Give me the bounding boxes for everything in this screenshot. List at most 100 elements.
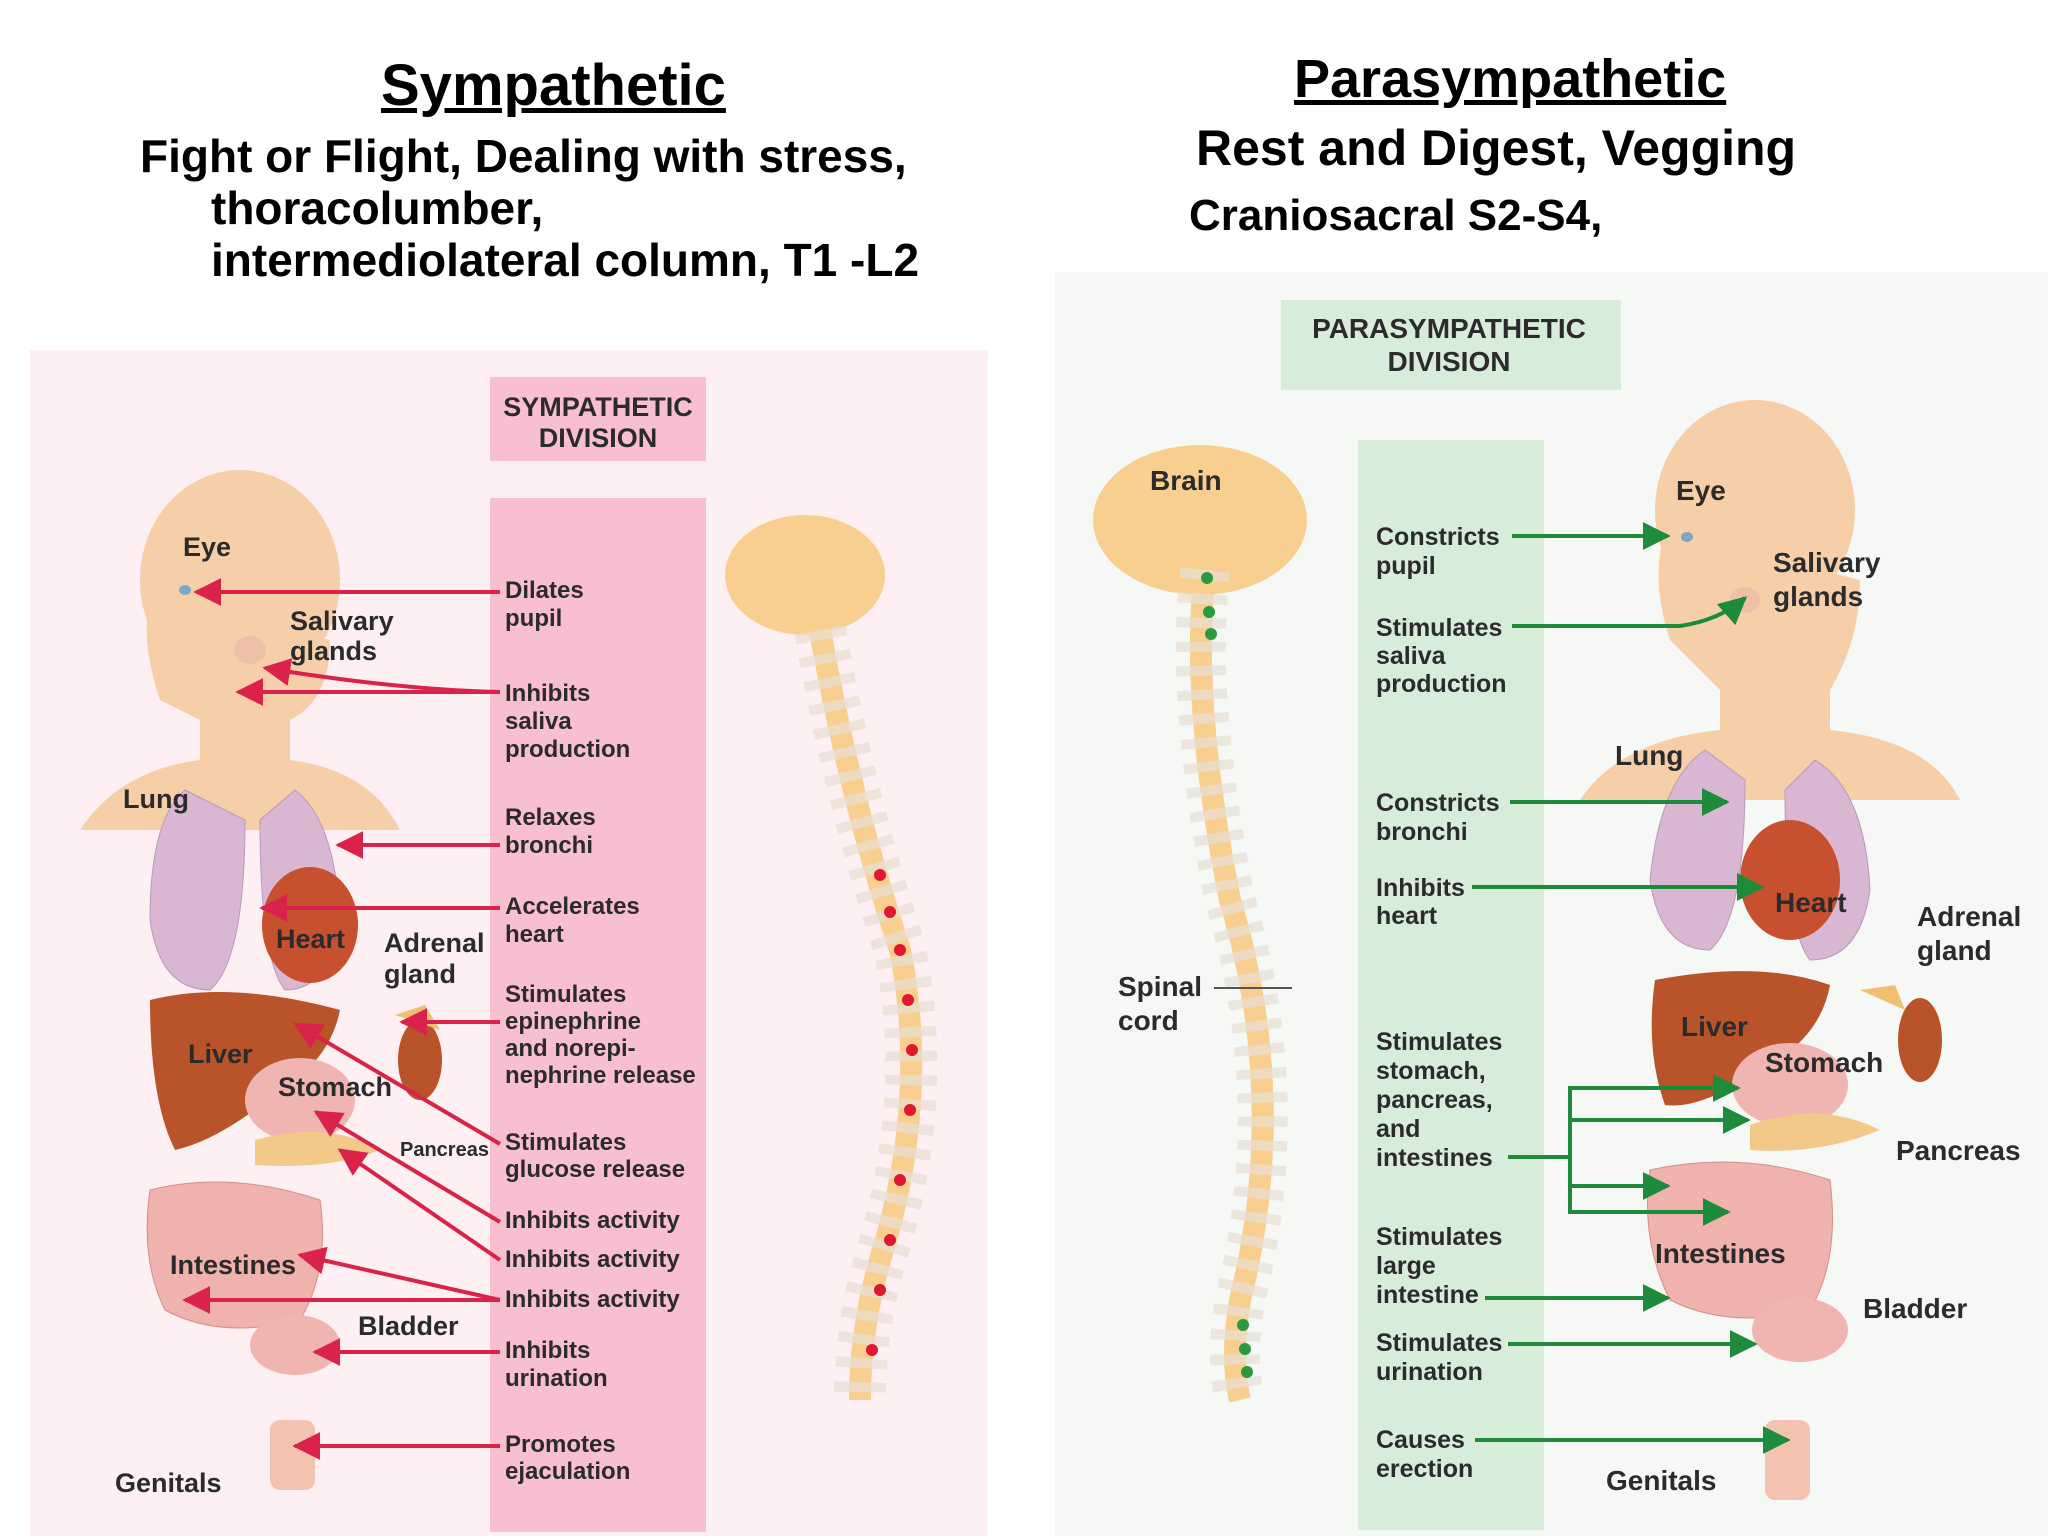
sympathetic-panel: SYMPATHETIC DIVISION [30, 350, 988, 1536]
sym-arrow-intestines-1 [297, 1246, 501, 1302]
para-stomach-icon [1732, 1043, 1848, 1127]
parasympathetic-body-illustration [1580, 400, 1960, 1500]
sym-label-heart: Heart [276, 924, 345, 954]
para-label-lung: Lung [1615, 740, 1683, 771]
sym-effect-5-line-3: and norepi- [505, 1035, 636, 1062]
para-label-spinal-2: cord [1118, 1005, 1179, 1036]
sym-effect-3-line-1: Relaxes [505, 804, 596, 831]
para-arrow-salivary [1512, 596, 1748, 628]
parasympathetic-spine-illustration [1093, 445, 1307, 1407]
para-genitals-icon [1765, 1420, 1810, 1500]
para-effect-8-line-1: Causes [1376, 1426, 1465, 1454]
para-effect-2-line-1: Stimulates [1376, 614, 1502, 642]
parasympathetic-effects: Constricts pupil Stimulates saliva produ… [1376, 523, 1507, 1483]
parasympathetic-division-label-2: DIVISION [1388, 346, 1511, 377]
para-effect-1-line-1: Constricts [1376, 523, 1500, 551]
sym-effect-3-line-2: bronchi [505, 832, 593, 859]
sym-effect-8: Inhibits activity [505, 1246, 680, 1273]
sym-effect-9: Inhibits activity [505, 1286, 680, 1313]
para-effect-1-line-2: pupil [1376, 552, 1436, 580]
sympathetic-liver-icon [150, 992, 340, 1150]
para-label-adrenal-1: Adrenal [1917, 901, 2021, 932]
sym-effect-10-line-2: urination [505, 1365, 608, 1392]
para-label-eye: Eye [1676, 475, 1726, 506]
sym-effect-4-line-2: heart [505, 921, 564, 948]
parasympathetic-title: Parasympathetic [1294, 49, 1727, 109]
para-heart-icon [1740, 820, 1840, 940]
para-effect-7-line-1: Stimulates [1376, 1329, 1502, 1357]
parasympathetic-subtitle-line-2: Craniosacral S2-S4, [1189, 191, 1603, 240]
para-label-brain: Brain [1150, 465, 1222, 496]
sympathetic-bladder-icon [250, 1315, 340, 1375]
sym-label-adrenal-1: Adrenal [384, 928, 485, 958]
sympathetic-genitals-icon [270, 1420, 315, 1490]
para-label-adrenal-2: gland [1917, 935, 1992, 966]
sym-effect-1-line-2: pupil [505, 605, 562, 632]
para-effect-2-line-2: saliva [1376, 642, 1447, 670]
sym-label-eye: Eye [183, 532, 231, 562]
sym-effect-10-line-1: Inhibits [505, 1337, 590, 1364]
sym-label-lung: Lung [123, 784, 189, 814]
para-effect-5-line-5: intestines [1376, 1144, 1493, 1172]
para-effect-6-line-1: Stimulates [1376, 1223, 1502, 1251]
para-arrow-stomach [1508, 1074, 1741, 1159]
para-effect-2-line-3: production [1376, 670, 1507, 698]
sym-label-stomach: Stomach [278, 1072, 392, 1102]
sym-effect-2-line-3: production [505, 736, 630, 763]
para-label-stomach: Stomach [1765, 1047, 1883, 1078]
sympathetic-division-label-2: DIVISION [539, 423, 658, 453]
para-label-bladder: Bladder [1863, 1293, 1967, 1324]
sym-arrow-pancreas [337, 1148, 502, 1262]
sym-effect-7: Inhibits activity [505, 1207, 680, 1234]
para-effect-4-line-1: Inhibits [1376, 874, 1465, 902]
sym-label-bladder: Bladder [358, 1311, 459, 1341]
para-effect-8-line-2: erection [1376, 1455, 1473, 1483]
para-label-liver: Liver [1681, 1011, 1748, 1042]
sym-label-pancreas: Pancreas [400, 1139, 489, 1161]
sym-label-salivary-2: glands [290, 636, 377, 666]
sym-effect-11-line-1: Promotes [505, 1431, 616, 1458]
parasympathetic-division-box [1281, 300, 1621, 390]
sympathetic-effects: Dilates pupil Inhibits saliva production… [505, 577, 696, 1485]
sym-label-adrenal-2: gland [384, 959, 456, 989]
sym-label-intestines: Intestines [170, 1250, 296, 1280]
para-effect-6-line-3: intestine [1376, 1281, 1479, 1309]
parasympathetic-panel: PARASYMPATHETIC DIVISION [1055, 272, 2048, 1536]
sym-effect-4-line-1: Accelerates [505, 893, 640, 920]
para-arrow-intestines-2 [1568, 1157, 1731, 1226]
sympathetic-arrows [182, 578, 502, 1460]
para-label-heart: Heart [1775, 887, 1847, 918]
sympathetic-effects-band [490, 498, 706, 1532]
para-effect-3-line-1: Constricts [1376, 789, 1500, 817]
para-effect-7-line-2: urination [1376, 1358, 1483, 1386]
para-liver-icon [1651, 971, 1830, 1106]
sym-effect-2-line-2: saliva [505, 708, 572, 735]
para-label-salivary-1: Salivary [1773, 547, 1881, 578]
para-effect-6-line-2: large [1376, 1252, 1436, 1280]
sympathetic-spine-illustration [725, 515, 938, 1401]
sym-arrow-stomach [313, 1110, 502, 1224]
para-label-intestines: Intestines [1655, 1238, 1786, 1269]
parasympathetic-subtitle-line-1: Rest and Digest, Vegging [1196, 120, 1797, 176]
sympathetic-division-label-1: SYMPATHETIC [503, 392, 693, 422]
para-effect-4-line-2: heart [1376, 902, 1438, 930]
para-label-pancreas: Pancreas [1896, 1135, 2021, 1166]
para-effect-5-line-3: pancreas, [1376, 1086, 1493, 1114]
sym-effect-5-line-1: Stimulates [505, 981, 626, 1008]
sym-effect-5-line-2: epinephrine [505, 1008, 641, 1035]
sympathetic-division-box [490, 377, 706, 461]
para-effect-3-line-2: bronchi [1376, 818, 1468, 846]
parasympathetic-effects-band [1358, 440, 1544, 1530]
sympathetic-eye-icon [179, 585, 191, 595]
sym-effect-1-line-1: Dilates [505, 577, 584, 604]
sym-label-genitals: Genitals [115, 1468, 222, 1498]
para-label-salivary-2: glands [1773, 581, 1863, 612]
para-brain-icon [1093, 445, 1307, 595]
para-effect-5-line-4: and [1376, 1115, 1420, 1143]
para-pancreas-icon [1750, 1113, 1880, 1151]
sym-effect-11-line-2: ejaculation [505, 1458, 630, 1485]
parasympathetic-division-label-1: PARASYMPATHETIC [1312, 313, 1586, 344]
para-effect-5-line-2: stomach, [1376, 1057, 1486, 1085]
sympathetic-body-illustration [80, 470, 442, 1490]
